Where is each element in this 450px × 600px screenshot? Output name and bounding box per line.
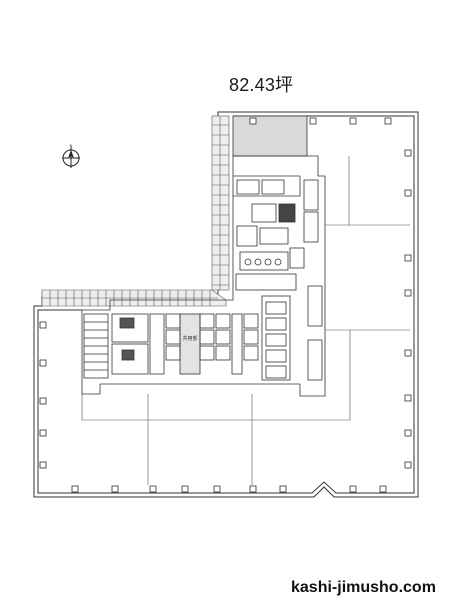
grid-lines xyxy=(81,156,410,485)
balcony-horizontal xyxy=(41,289,227,307)
site-watermark: kashi-jimusho.com xyxy=(291,579,436,596)
north-arrow-icon: N xyxy=(62,143,80,168)
balcony-vertical xyxy=(211,115,230,291)
area-label: 82.43坪 xyxy=(229,75,294,95)
north-label: N xyxy=(70,143,73,148)
building-outline xyxy=(33,111,419,498)
core-label: 共用部 xyxy=(182,335,197,342)
perimeter-columns xyxy=(39,117,412,493)
highlighted-room xyxy=(232,115,308,157)
core xyxy=(81,155,326,397)
